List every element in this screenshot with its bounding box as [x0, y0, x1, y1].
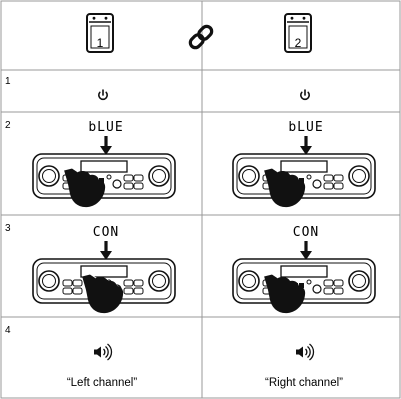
step-row-1: 1 — [5, 76, 311, 101]
step-row-2: 2 bLUE bLUE — [5, 120, 376, 208]
step-number: 4 — [5, 325, 11, 336]
step-number: 3 — [5, 223, 11, 234]
down-arrow-icon — [100, 136, 112, 155]
speaker-left-icon: 1 — [86, 13, 114, 53]
chain-link-icon — [188, 24, 214, 50]
display-readout-right: bLUE — [288, 120, 323, 135]
down-arrow-icon — [300, 241, 312, 260]
down-arrow-icon — [100, 241, 112, 260]
display-readout-left: bLUE — [88, 120, 123, 135]
speaker-right-icon: 2 — [284, 13, 312, 53]
right-channel-caption: “Right channel” — [265, 377, 343, 389]
header-row: 1 2 — [86, 13, 312, 53]
step-number: 2 — [5, 120, 11, 131]
step-row-4: 4 “Left channel” “Right channel” — [5, 325, 343, 389]
speaker-sound-icon — [93, 343, 113, 361]
left-channel-caption: “Left channel” — [67, 377, 137, 389]
speaker-left-label: 1 — [97, 36, 104, 50]
power-icon — [98, 89, 108, 101]
step-number: 1 — [5, 76, 11, 87]
display-readout-right: CON — [293, 225, 319, 240]
display-readout-left: CON — [93, 225, 119, 240]
power-icon — [299, 89, 311, 101]
step-row-3: 3 CON CON — [5, 223, 376, 314]
down-arrow-icon — [300, 136, 312, 155]
speaker-sound-icon — [295, 343, 315, 361]
speaker-right-label: 2 — [295, 36, 302, 50]
